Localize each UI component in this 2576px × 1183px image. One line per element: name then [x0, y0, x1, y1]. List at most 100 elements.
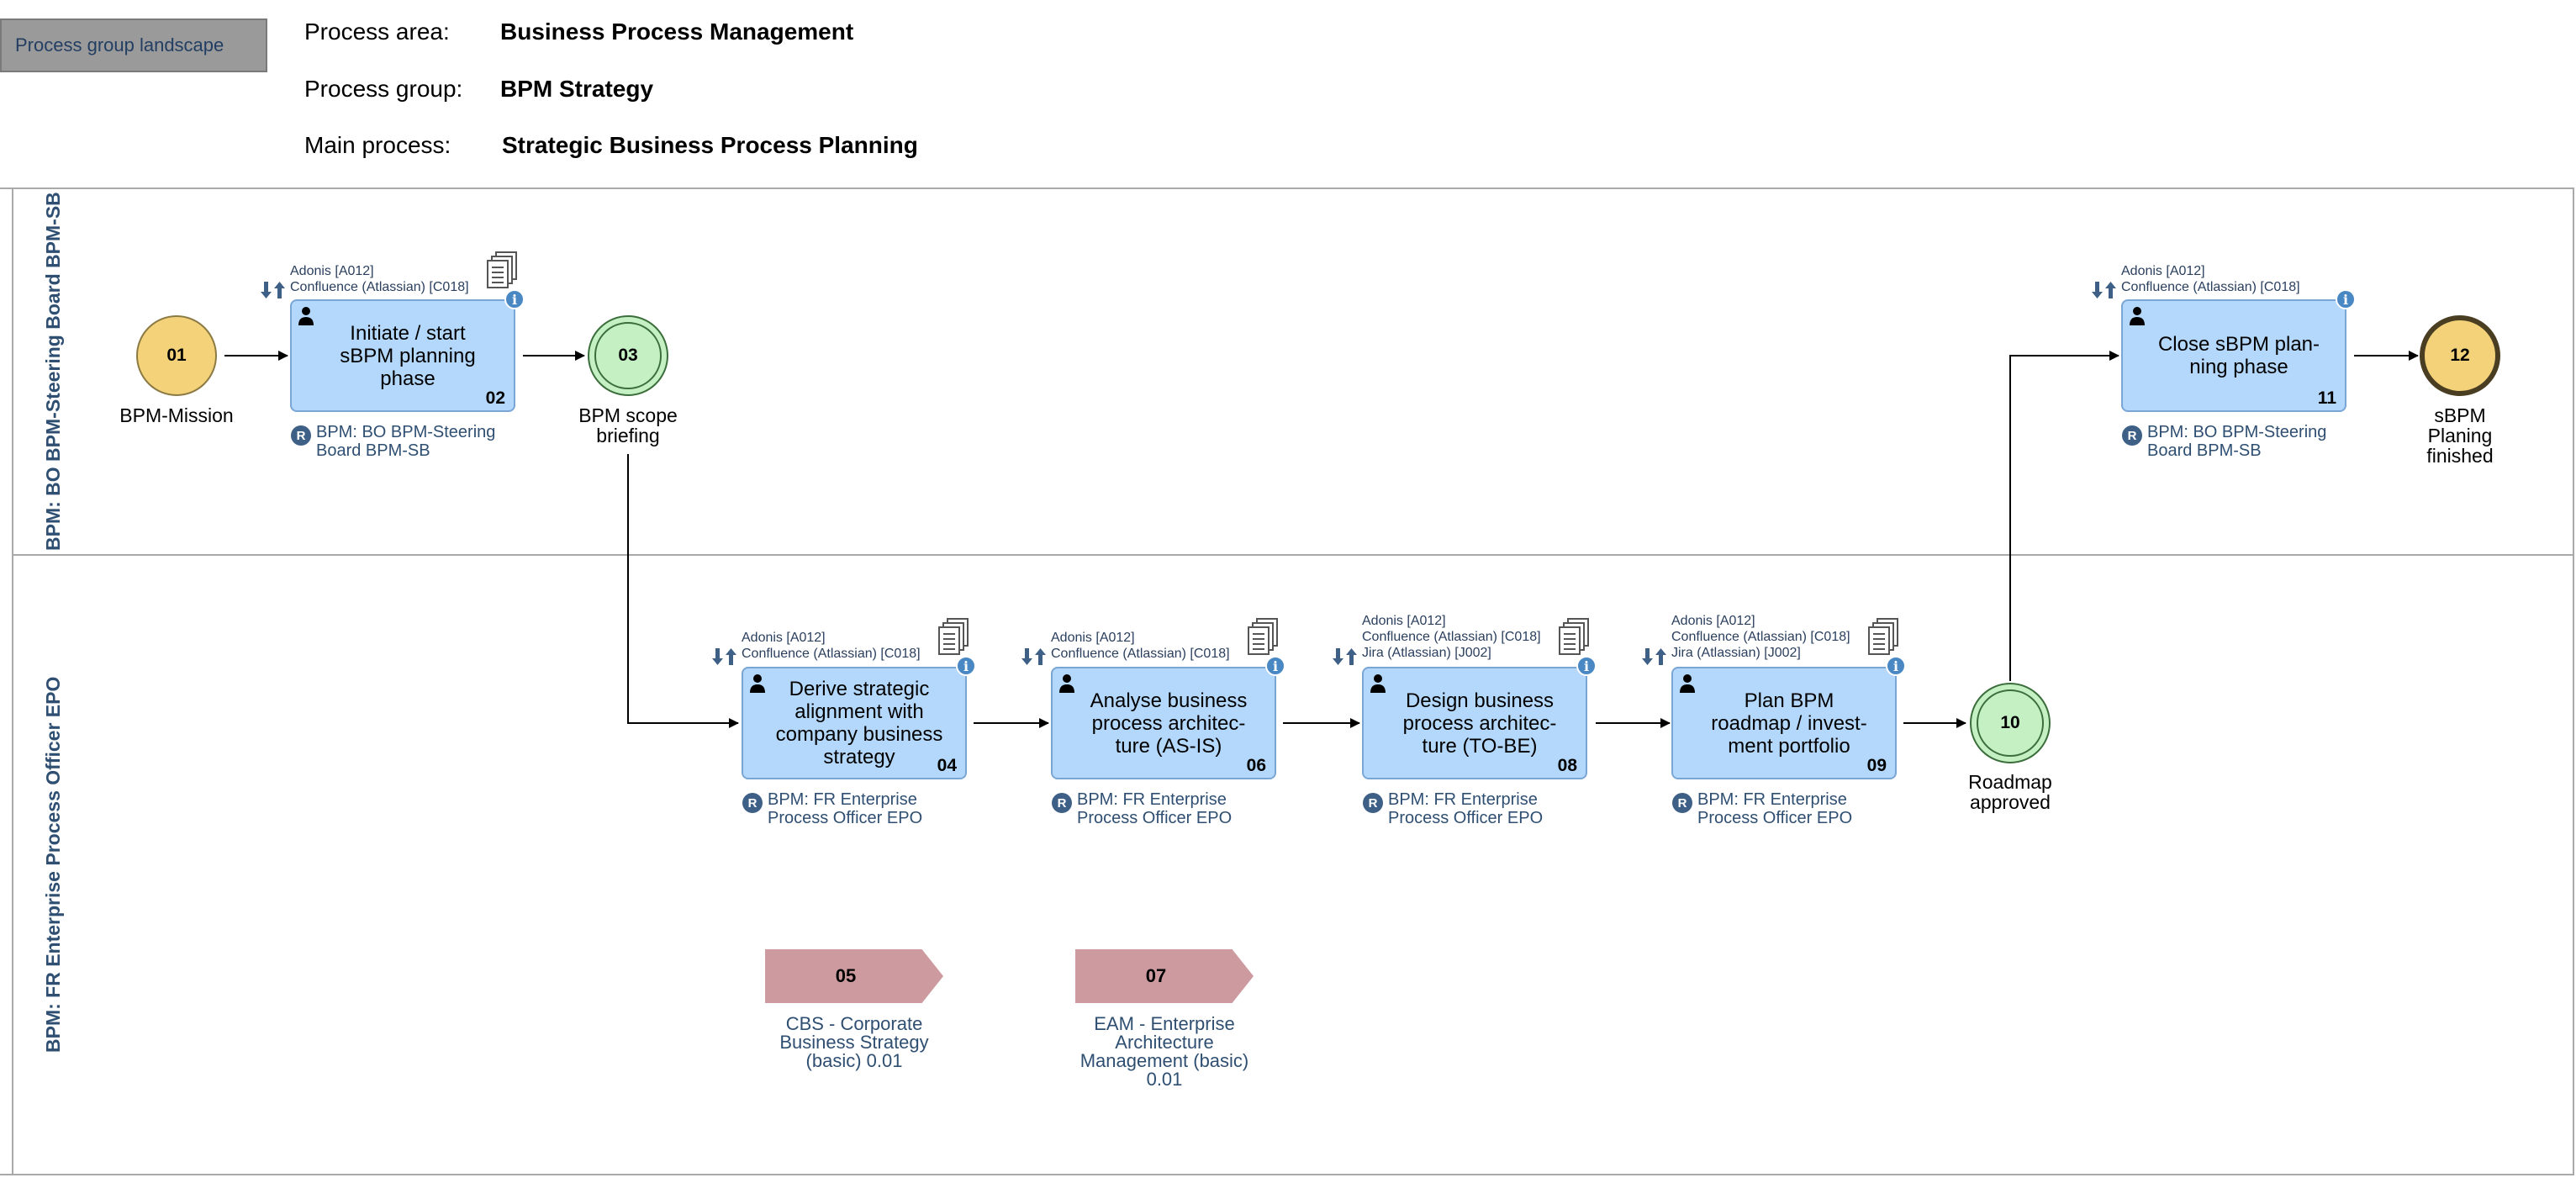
start-event-label: BPM-Mission: [119, 404, 234, 426]
flow-10-11: [2009, 351, 2119, 681]
role-badge: R: [1363, 793, 1383, 813]
role-line: BPM: FR Enterprise: [768, 790, 917, 809]
task-number: 09: [1866, 756, 1887, 775]
role-line: Board BPM-SB: [2147, 441, 2262, 460]
info-icon[interactable]: i: [956, 656, 976, 676]
system-entry: Confluence (Atlassian) [C018]: [2121, 280, 2300, 294]
intermediate-event-10[interactable]: 10: [1970, 683, 2051, 763]
info-icon[interactable]: i: [1886, 656, 1906, 676]
intermediate-event-03[interactable]: 03: [588, 315, 668, 396]
role-badge: R: [2122, 425, 2142, 446]
event-label-line: BPM scope: [578, 404, 678, 426]
task-label-line: roadmap / invest-: [1711, 711, 1867, 735]
up-down-arrows-icon: [1333, 648, 1357, 665]
up-down-arrows-icon: [1642, 648, 1666, 665]
interface-label-line: CBS - Corporate: [785, 1013, 923, 1034]
lane-divider: [12, 554, 2574, 556]
task-11-close-sbpm-planning[interactable]: Close sBPM plan-ning phase 11: [2121, 299, 2346, 412]
task-label-line: Derive strategic: [789, 678, 930, 700]
process-interface-07[interactable]: 07: [1075, 949, 1254, 1003]
task-label-line: ning phase: [2189, 356, 2288, 378]
task-label-line: ture (AS-IS): [1115, 734, 1222, 758]
up-down-arrows-icon: [2092, 282, 2116, 298]
event-number: 12: [2450, 346, 2470, 365]
role-line: BPM: FR Enterprise: [1697, 790, 1847, 809]
document-stack-icon[interactable]: [1247, 617, 1280, 658]
task-number: 02: [485, 388, 505, 408]
task-label-line: ture (TO-BE): [1422, 734, 1538, 758]
task-label-line: strategy: [823, 746, 895, 768]
event-inner-ring: 03: [594, 322, 662, 389]
event-number: 03: [618, 346, 638, 365]
system-entry: Confluence (Atlassian) [C018]: [1051, 647, 1230, 661]
document-stack-icon[interactable]: [486, 251, 520, 291]
event-label-line: Planing: [2427, 425, 2493, 446]
document-stack-icon[interactable]: [1558, 617, 1592, 658]
system-list: Adonis [A012] Confluence (Atlassian) [C0…: [2121, 263, 2300, 295]
person-icon: [2130, 307, 2145, 325]
role-line: BPM: BO BPM-Steering: [2147, 423, 2327, 441]
role-line: Process Officer EPO: [1697, 809, 1853, 827]
flow-03-04: [627, 454, 739, 728]
person-icon: [1370, 674, 1386, 693]
document-stack-icon[interactable]: [1867, 617, 1901, 658]
role-line: Process Officer EPO: [1388, 809, 1544, 827]
info-icon[interactable]: i: [504, 289, 525, 309]
task-number: 06: [1246, 756, 1266, 775]
task-label-line: sBPM planning: [340, 344, 476, 367]
task-label-line: alignment with: [794, 700, 924, 723]
main-process-value: Strategic Business Process Planning: [502, 132, 918, 158]
person-icon: [750, 674, 765, 693]
process-interface-05[interactable]: 05: [765, 949, 943, 1003]
interface-label-line: Architecture: [1115, 1032, 1214, 1053]
up-down-arrows-icon: [261, 282, 285, 298]
system-entry: Confluence (Atlassian) [C018]: [742, 647, 921, 661]
role-line: BPM: FR Enterprise: [1077, 790, 1227, 809]
task-label-line: Design business: [1405, 689, 1555, 712]
interface-label-line: Management (basic): [1079, 1050, 1249, 1071]
process-group-landscape-button[interactable]: Process group landscape: [0, 18, 267, 72]
role-assignment: BPM: FR Enterprise Process Officer EPO: [768, 790, 922, 827]
event-label-line: approved: [1970, 791, 2051, 813]
system-entry: Adonis [A012]: [1051, 631, 1135, 645]
person-icon: [1059, 674, 1074, 693]
system-entry: Adonis [A012]: [290, 264, 374, 278]
lane-header-divider: [12, 187, 13, 1175]
role-assignment: BPM: BO BPM-Steering Board BPM-SB: [316, 423, 495, 460]
event-label-line: sBPM: [2434, 404, 2486, 426]
event-label-line: Roadmap: [1968, 771, 2052, 793]
info-icon[interactable]: i: [2336, 289, 2356, 309]
interface-label-line: Business Strategy: [779, 1032, 929, 1053]
role-assignment: BPM: FR Enterprise Process Officer EPO: [1697, 790, 1852, 827]
role-line: Board BPM-SB: [316, 441, 430, 460]
info-icon[interactable]: i: [1265, 656, 1285, 676]
document-stack-icon[interactable]: [937, 617, 971, 658]
event-number: 10: [2000, 713, 2020, 732]
task-number: 04: [937, 756, 957, 775]
person-icon: [1680, 674, 1695, 693]
process-pool: [0, 187, 2574, 1175]
process-interface-07-label: EAM - Enterprise Architecture Management…: [1047, 1015, 1282, 1089]
process-area-label: Process area:: [304, 18, 450, 45]
system-entry: Adonis [A012]: [1362, 614, 1446, 628]
role-assignment: BPM: FR Enterprise Process Officer EPO: [1388, 790, 1543, 827]
role-line: Process Officer EPO: [1077, 809, 1233, 827]
info-icon[interactable]: i: [1576, 656, 1597, 676]
end-event-12[interactable]: 12: [2420, 315, 2500, 396]
start-event-01[interactable]: 01: [136, 315, 217, 396]
process-interface-05-label: CBS - Corporate Business Strategy (basic…: [736, 1015, 972, 1070]
role-line: Process Officer EPO: [768, 809, 923, 827]
role-assignment: BPM: BO BPM-Steering Board BPM-SB: [2147, 423, 2326, 460]
system-list: Adonis [A012] Confluence (Atlassian) [C0…: [1362, 613, 1541, 661]
task-label-line: process architec-: [1402, 711, 1557, 735]
task-number: 11: [2317, 388, 2336, 408]
